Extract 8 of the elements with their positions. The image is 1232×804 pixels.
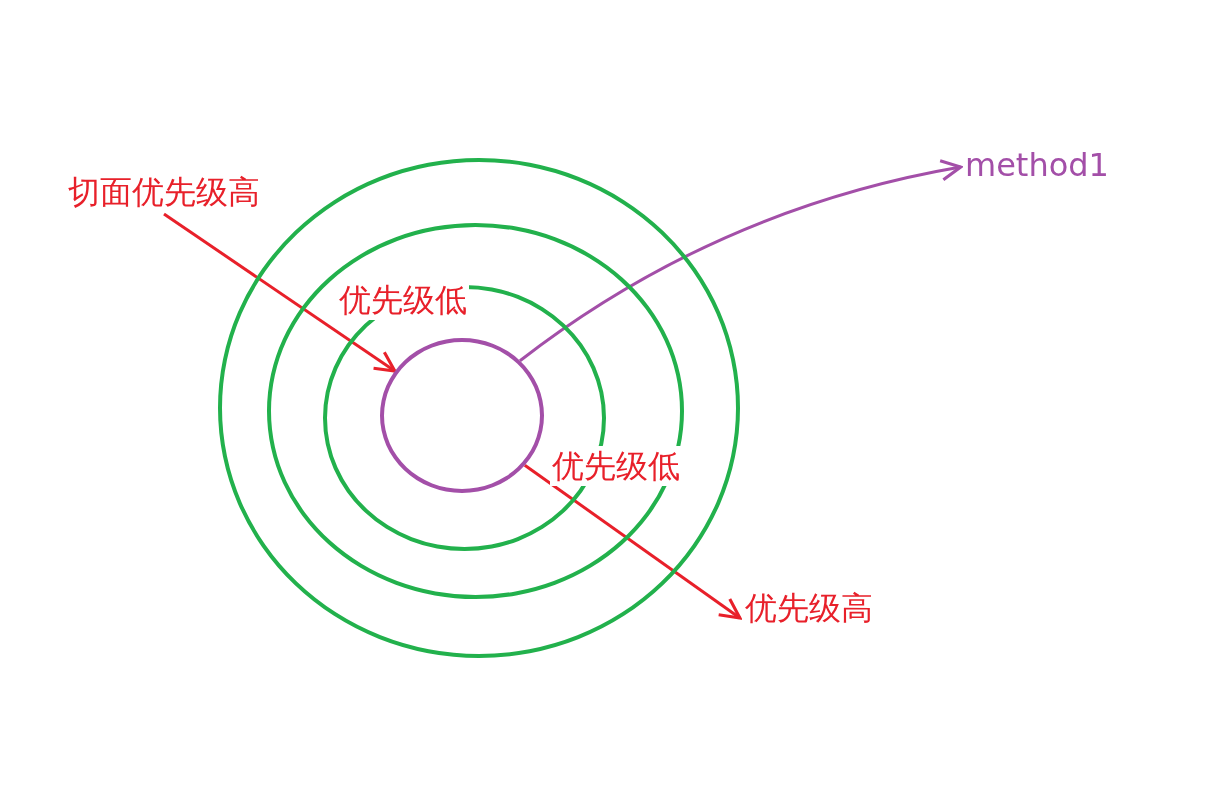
arrow bbox=[523, 464, 742, 620]
core-circle bbox=[380, 338, 544, 493]
arrow bbox=[163, 212, 397, 373]
annotation-label: 优先级低 bbox=[550, 446, 682, 486]
arrow bbox=[519, 159, 963, 362]
annotation-label: 优先级高 bbox=[745, 588, 873, 628]
annotation-label: 切面优先级高 bbox=[68, 172, 260, 212]
annotation-label: method1 bbox=[965, 145, 1109, 185]
